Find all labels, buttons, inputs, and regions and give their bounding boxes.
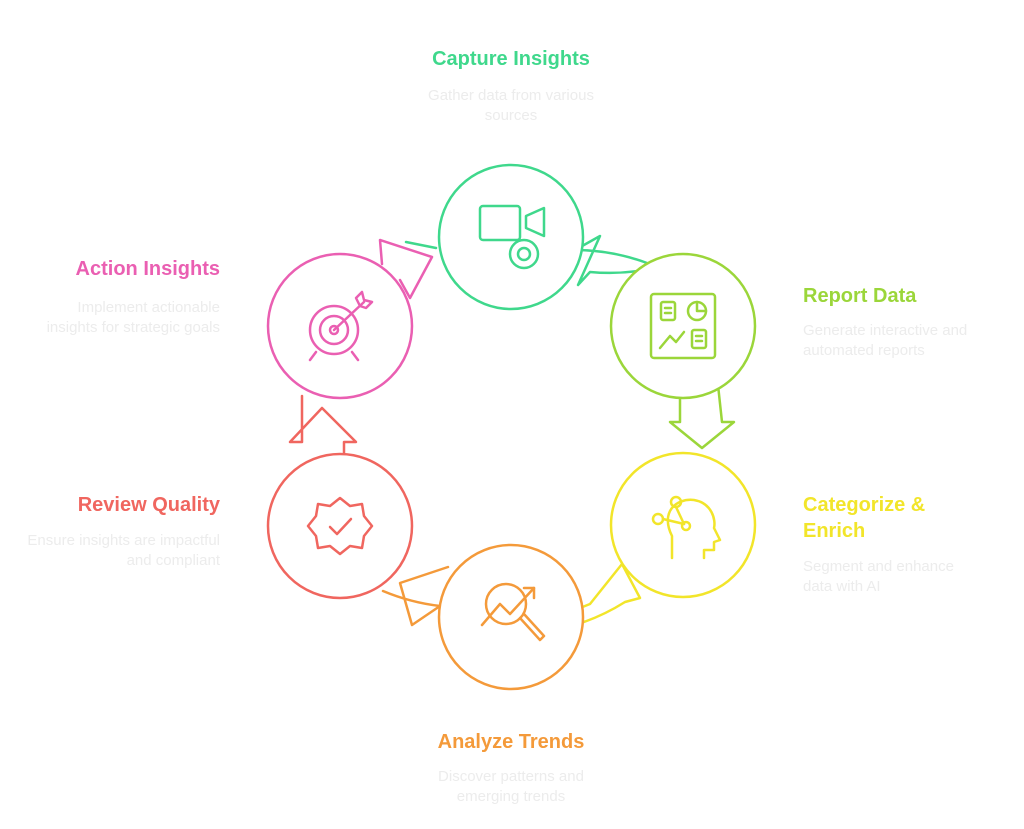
connector-analyze-to-review	[381, 565, 450, 627]
connector-capture-return	[404, 240, 438, 250]
step-circle-capture	[437, 163, 585, 311]
step-desc-report: Generate interactive and automated repor…	[803, 322, 968, 359]
connector-categorize-to-analyze	[573, 562, 642, 624]
step-desc-review: Ensure insights are impactful and compli…	[27, 532, 220, 569]
step-title-action: Action Insights	[75, 258, 220, 280]
connector-review-to-action	[288, 394, 358, 458]
step-circle-action	[266, 252, 414, 400]
connector-action-to-capture	[378, 238, 434, 300]
step-desc-categorize: Segment and enhance data with AI	[803, 558, 954, 595]
step-title-analyze: Analyze Trends	[437, 731, 585, 753]
step-circle-categorize	[609, 451, 757, 599]
step-desc-action: Implement actionable insights for strate…	[46, 299, 220, 336]
ai-head-icon	[651, 495, 722, 560]
step-title-categorize: Categorize & Enrich	[803, 494, 926, 542]
step-circle-report	[609, 252, 757, 400]
dashboard-report-icon	[649, 292, 717, 360]
connector-report-to-categorize	[668, 383, 736, 450]
step-circle-analyze	[437, 543, 585, 691]
badge-check-icon	[306, 496, 374, 556]
trend-search-icon	[480, 582, 546, 642]
step-desc-capture: Gather data from various sources	[428, 87, 594, 124]
video-camera-icon	[478, 204, 546, 270]
step-title-review: Review Quality	[77, 494, 220, 516]
step-title-capture: Capture Insights	[432, 48, 590, 70]
step-circle-review	[266, 452, 414, 600]
step-title-report: Report Data	[803, 285, 917, 307]
target-arrow-icon	[308, 290, 374, 362]
step-desc-analyze: Discover patterns and emerging trends	[438, 768, 584, 805]
